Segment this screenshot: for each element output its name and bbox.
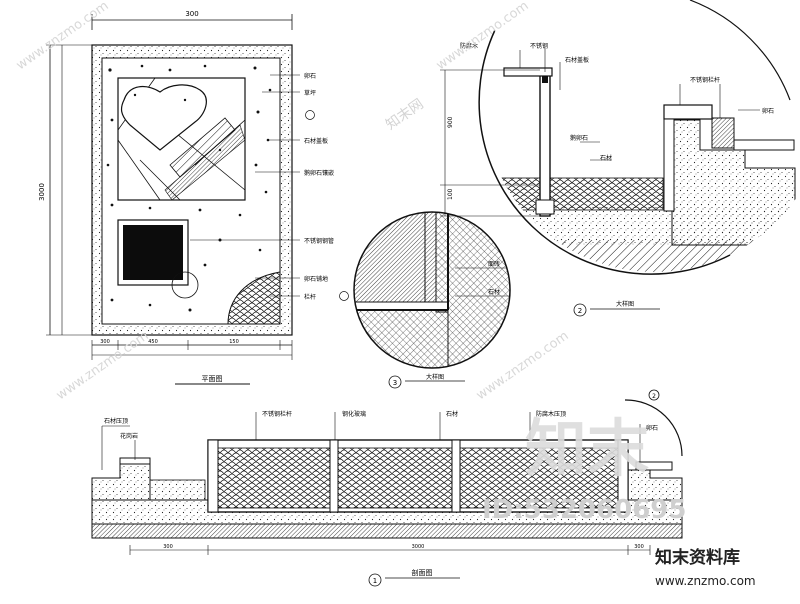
watermark-brand-small: 知末网 xyxy=(383,95,427,133)
detail-3-title: 大样图 xyxy=(426,373,444,381)
detail-3: 面砖 石材 3 大样图 xyxy=(353,211,511,389)
section-label-2: 花岗岩 xyxy=(120,432,138,440)
plan-label-6: 卵石铺地 xyxy=(304,275,328,283)
section-number: 1 xyxy=(373,577,377,585)
section-dims xyxy=(129,545,651,555)
detail-2-label-3: 石材盖板 xyxy=(565,56,589,64)
detail-2-label-2: 不锈钢 xyxy=(530,42,548,50)
section-leaders xyxy=(101,412,641,470)
section-1: 2 石材压顶 花岗岩 不锈钢栏杆 钢化玻璃 石材 防腐木压顶 卵石 300 30… xyxy=(91,389,683,587)
footer-url: www.znzmo.com xyxy=(655,574,756,588)
watermark-brand-big: 知末 xyxy=(525,412,649,485)
plan-leaders xyxy=(190,74,300,297)
plan-callout-marker-2 xyxy=(339,291,349,301)
plan-dim-top: 300 xyxy=(91,10,293,30)
detail-2-number-circle xyxy=(573,303,587,317)
plan-label-2: 草坪 xyxy=(304,89,316,97)
plan-dim-bottom-2: 450 xyxy=(148,339,158,345)
section-callout-arc xyxy=(624,399,683,457)
plan-upper-bed xyxy=(117,77,246,201)
detail-2-label-4: 不锈钢栏杆 xyxy=(690,76,720,84)
section-dim-3: 300 xyxy=(634,544,644,550)
detail-2-handrail xyxy=(503,67,553,77)
detail-2-coping xyxy=(663,104,713,120)
detail-3-cobble-bed xyxy=(447,212,510,368)
plan-label-3: 石材盖板 xyxy=(304,137,328,145)
section-cobble-panel xyxy=(217,447,619,509)
plan-dim-left-text: 3000 xyxy=(38,183,46,201)
plan-label-4: 鹅卵石镶嵌 xyxy=(304,169,334,177)
detail-2-dim-2: 100 xyxy=(447,188,454,200)
section-dim-2: 3000 xyxy=(412,544,425,550)
section-label-7: 卵石 xyxy=(646,424,658,432)
detail-2-boundary-arc xyxy=(478,29,731,275)
watermark-url-2: www.znzmo.com xyxy=(434,0,532,73)
detail-3-callout-circle xyxy=(171,271,199,299)
plan-stepping-stones xyxy=(106,64,272,312)
detail-2-dim-1: 900 xyxy=(447,116,454,128)
plan-dim-bottom-1: 300 xyxy=(100,339,110,345)
section-subgrade xyxy=(91,523,683,539)
plan-label-1: 卵石 xyxy=(304,72,316,80)
plan-label-5: 不锈钢钢管 xyxy=(304,237,334,245)
plan-title: 平面图 xyxy=(202,375,223,383)
detail-2-railing-post xyxy=(539,71,551,217)
plan-dim-bottom-3: 150 xyxy=(229,339,239,345)
section-label-1: 石材压顶 xyxy=(104,417,128,425)
plan-dim-top-text: 300 xyxy=(185,10,198,18)
section-callout-2: 2 xyxy=(652,393,656,400)
section-callout-2-circle xyxy=(648,389,660,401)
section-posts xyxy=(207,439,629,513)
section-label-4: 钢化玻璃 xyxy=(342,410,366,418)
section-label-5: 石材 xyxy=(446,410,458,418)
footer-brand: 知末资料库 xyxy=(654,547,740,568)
heart-shape xyxy=(120,84,207,151)
section-label-6: 防腐木压顶 xyxy=(536,410,566,418)
section-dim-1: 300 xyxy=(163,544,173,550)
detail-3-wall xyxy=(354,212,436,302)
detail-2: 防腐木 不锈钢 石材盖板 不锈钢栏杆 鹅卵石 石材 卵石 900 100 2 大… xyxy=(440,0,796,317)
detail-2-label-7: 卵石 xyxy=(762,107,774,115)
detail-2-label-1: 防腐木 xyxy=(460,42,478,50)
section-number-circle xyxy=(368,573,382,587)
detail-3-number-circle xyxy=(388,375,402,389)
detail-2-label-5: 鹅卵石 xyxy=(570,134,588,142)
detail-2-title: 大样图 xyxy=(616,300,634,308)
detail-2-label-6: 石材 xyxy=(600,154,612,162)
plan-label-7: 栏杆 xyxy=(304,293,316,301)
plan-callout-marker xyxy=(305,110,315,120)
detail-2-dims xyxy=(440,69,540,217)
detail-2-number: 2 xyxy=(578,307,582,315)
detail-3-label-1: 面砖 xyxy=(488,260,500,268)
detail-2-leaders xyxy=(519,48,760,161)
section-title: 剖面图 xyxy=(412,568,433,577)
detail-3-number: 3 xyxy=(393,379,397,387)
plan-cobble-corner xyxy=(227,271,281,325)
watermark-id: ID:532060695 xyxy=(482,495,686,525)
detail-3-boundary xyxy=(353,211,511,369)
plan-dim-left: 3000 xyxy=(38,44,92,336)
section-label-3: 不锈钢栏杆 xyxy=(262,410,292,418)
plan-view: 300 3000 xyxy=(38,10,349,385)
plan-pool xyxy=(123,225,183,280)
plan-dim-bottom: 300 450 150 xyxy=(91,339,293,360)
detail-3-label-2: 石材 xyxy=(488,288,500,296)
detail-2-cobble-fill xyxy=(494,177,664,211)
